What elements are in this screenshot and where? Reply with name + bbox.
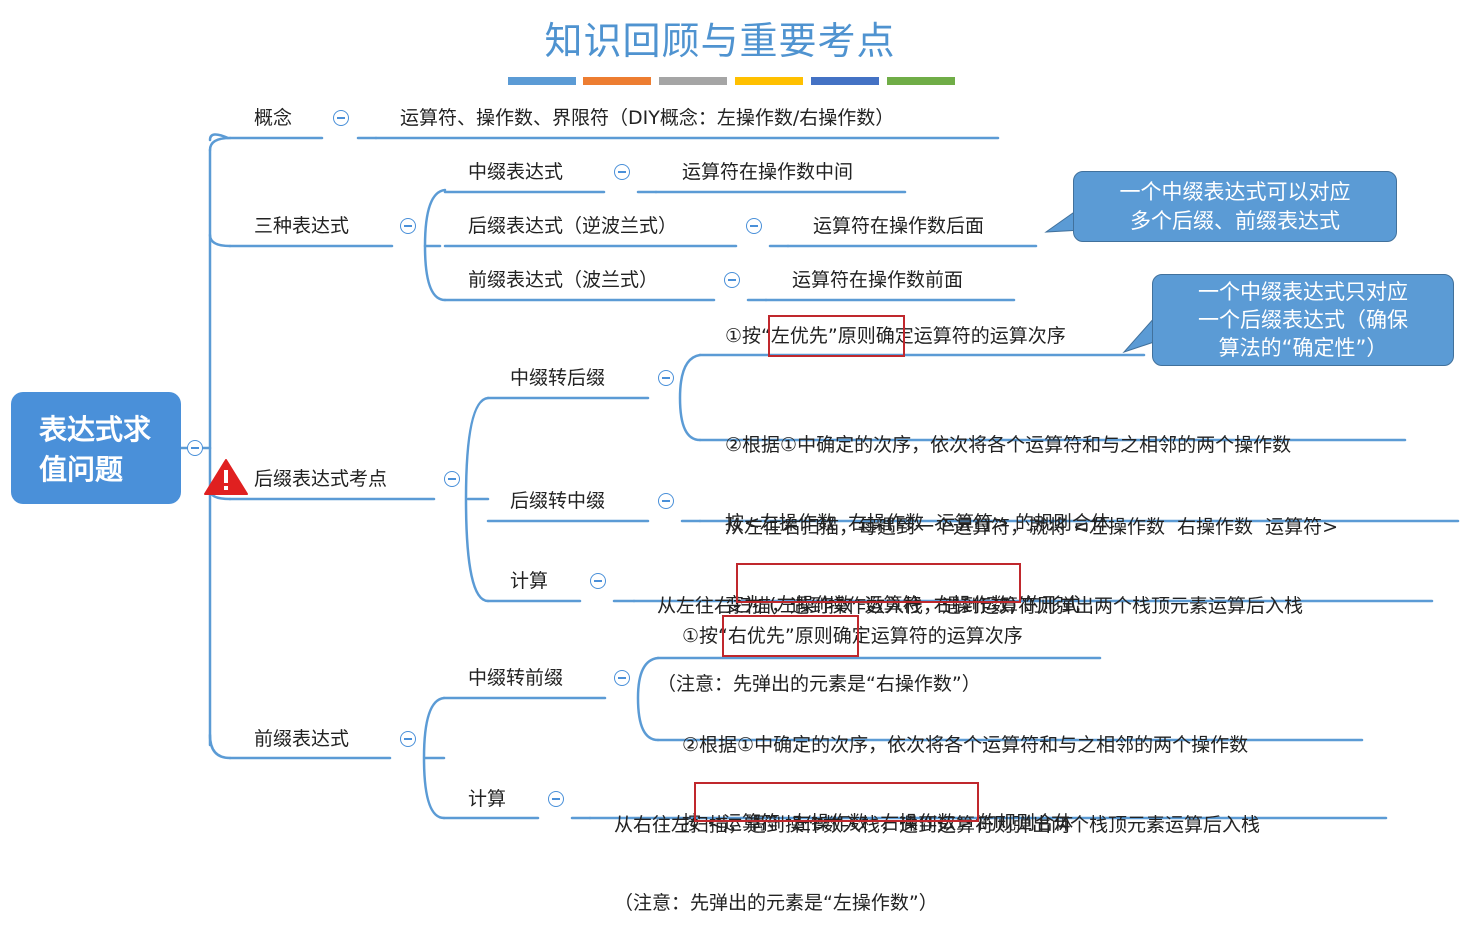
infix-to-postfix-step2: ②根据①中确定的次序，依次将各个运算符和与之相邻的两个操作数 按<左操作数 右操…: [725, 380, 1291, 562]
color-strip-4: [735, 77, 803, 85]
concept-desc: 运算符、操作数、界限符（DIY概念：左操作数/右操作数）: [400, 107, 895, 129]
postfix-desc: 运算符在操作数后面: [813, 215, 985, 237]
prefix-desc: 运算符在操作数前面: [792, 269, 964, 291]
infix-to-postfix-step1: ①按“左优先”原则确定运算符的运算次序: [725, 325, 1066, 347]
prefix-step2-line1: ②根据①中确定的次序，依次将各个运算符和与之相邻的两个操作数: [682, 734, 1249, 756]
postfix-points-label: 后缀表达式考点: [254, 468, 388, 490]
root-line1: 表达式求: [39, 413, 152, 446]
postfix-to-infix-line2: 变为 (左操作数 运算符 右操作数) 的形式: [725, 594, 1081, 616]
step1-highlight: “左优先”原则: [761, 325, 876, 347]
prefix-compute-line2: （注意：先弹出的元素是“左操作数”）: [614, 890, 1260, 916]
prefix-compute-note-highlight: 先弹出的元素是“左操作数”）: [690, 892, 938, 914]
infix-collapse-icon[interactable]: [614, 164, 630, 180]
color-strip-2: [583, 77, 651, 85]
prefix-compute-note-pre: （注意：: [614, 892, 691, 914]
concept-collapse-icon[interactable]: [333, 110, 349, 126]
step1-post: 确定运算符的运算次序: [875, 325, 1066, 347]
postfix-label: 后缀表达式（逆波兰式）: [468, 215, 678, 237]
infix-to-prefix-label: 中缀转前缀: [468, 667, 564, 689]
prefix-collapse-icon[interactable]: [724, 272, 740, 288]
right-operand-highlight-box: [736, 563, 1021, 603]
postfix-to-infix-line1: 从左往右扫描，每遇到一个运算符，就将 <左操作数 右操作数 运算符>: [725, 516, 1339, 538]
postfix-compute-line1: 从左往右扫描，遇到操作数入栈，遇到运算符则弹出两个栈顶元素运算后入栈: [657, 595, 1304, 617]
prefix-section-label: 前缀表达式: [254, 728, 350, 750]
prefix-step1-post: 确定运算符的运算次序: [832, 625, 1023, 647]
postfix-points-collapse-icon[interactable]: [444, 471, 460, 487]
callout1-line2: 多个后缀、前缀表达式: [1130, 209, 1340, 233]
root-collapse-icon[interactable]: [187, 440, 203, 456]
infix-desc: 运算符在操作数中间: [682, 161, 854, 183]
concept-label: 概念: [254, 107, 293, 129]
color-strip-3: [659, 77, 727, 85]
infix-to-prefix-step1: ①按“右优先”原则确定运算符的运算次序: [682, 625, 1023, 647]
warning-icon: [204, 459, 248, 495]
callout2-line3: 算法的“确定性”）: [1218, 336, 1388, 360]
postfix-compute-label: 计算: [510, 570, 549, 592]
infix-to-postfix-collapse-icon[interactable]: [658, 370, 674, 386]
prefix-compute-label: 计算: [468, 788, 507, 810]
root-node[interactable]: 表达式求 值问题: [11, 392, 181, 504]
three-forms-collapse-icon[interactable]: [400, 218, 416, 234]
callout-determinism: 一个中缀表达式只对应 一个后缀表达式（确保 算法的“确定性”）: [1152, 274, 1454, 366]
postfix-collapse-icon[interactable]: [746, 218, 762, 234]
page-title: 知识回顾与重要考点: [544, 19, 896, 63]
prefix-label: 前缀表达式（波兰式）: [468, 269, 659, 291]
left-priority-highlight-box: [768, 315, 905, 357]
prefix-section-collapse-icon[interactable]: [400, 731, 416, 747]
prefix-compute-collapse-icon[interactable]: [548, 791, 564, 807]
color-strip-1: [508, 77, 576, 85]
postfix-to-infix-desc: 从左往右扫描，每遇到一个运算符，就将 <左操作数 右操作数 运算符> 变为 (左…: [725, 462, 1338, 644]
three-forms-label: 三种表达式: [254, 215, 350, 237]
postfix-compute-line2: （注意：先弹出的元素是“右操作数”）: [657, 671, 1303, 697]
postfix-compute-note-pre: （注意：: [657, 673, 734, 695]
color-strip-6: [887, 77, 955, 85]
postfix-compute-collapse-icon[interactable]: [590, 573, 606, 589]
callout-multiple-forms: 一个中缀表达式可以对应 多个后缀、前缀表达式: [1073, 171, 1397, 242]
infix-to-postfix-label: 中缀转后缀: [510, 367, 606, 389]
prefix-step1-pre: ①按: [682, 625, 719, 647]
step2-line2: 按<左操作数 右操作数 运算符> 的规则合体: [725, 512, 1111, 534]
postfix-compute-desc: 从左往右扫描，遇到操作数入栈，遇到运算符则弹出两个栈顶元素运算后入栈 （注意：先…: [657, 541, 1303, 723]
root-line2: 值问题: [39, 453, 124, 486]
right-priority-highlight-box: [722, 615, 859, 657]
postfix-to-infix-label: 后缀转中缀: [510, 490, 606, 512]
callout2-line2: 一个后缀表达式（确保: [1198, 308, 1408, 332]
step1-pre: ①按: [725, 325, 762, 347]
postfix-to-infix-collapse-icon[interactable]: [658, 493, 674, 509]
prefix-step1-highlight: “右优先”原则: [718, 625, 833, 647]
step2-line1: ②根据①中确定的次序，依次将各个运算符和与之相邻的两个操作数: [725, 434, 1292, 456]
left-operand-highlight-box: [694, 782, 979, 822]
postfix-compute-note-highlight: 先弹出的元素是“右操作数”）: [733, 673, 981, 695]
infix-to-prefix-collapse-icon[interactable]: [614, 670, 630, 686]
infix-label: 中缀表达式: [468, 161, 564, 183]
color-strip-5: [811, 77, 879, 85]
callout1-line1: 一个中缀表达式可以对应: [1119, 180, 1351, 204]
callout2-line1: 一个中缀表达式只对应: [1198, 280, 1408, 304]
